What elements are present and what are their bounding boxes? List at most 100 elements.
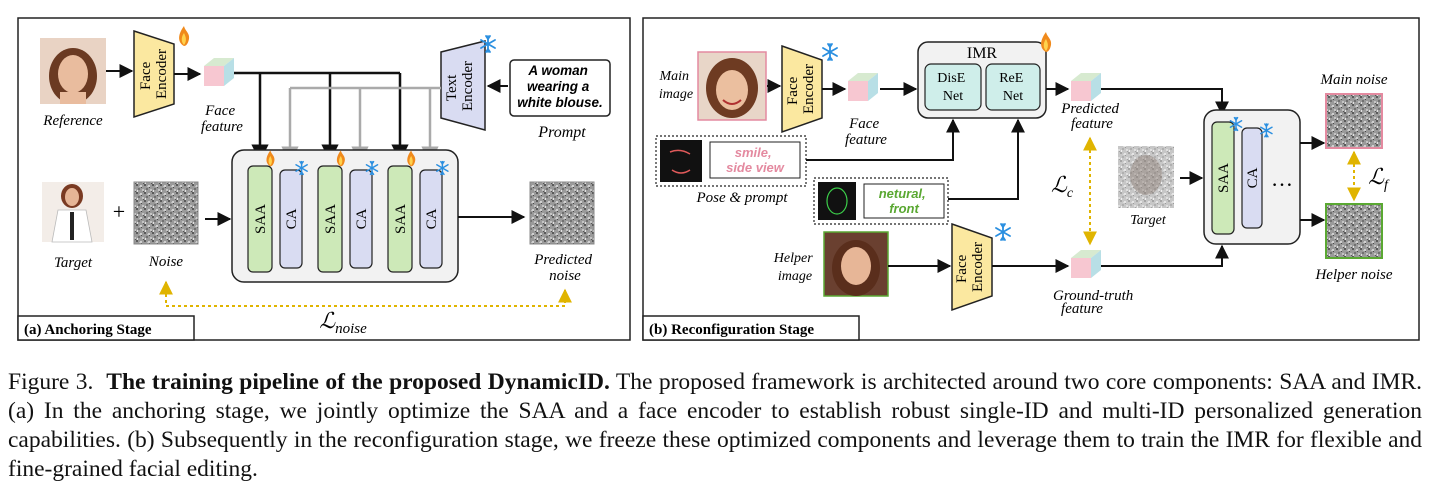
svg-text:Main image: Main image — [658, 69, 693, 102]
imr-module: IMR DisE Net ReE Net — [917, 41, 1047, 119]
svg-text:ReE Net: ReE Net — [999, 71, 1027, 104]
ca-label: CA — [354, 208, 370, 229]
predicted-feature-line1: Predicted — [1060, 101, 1119, 117]
target-image-a — [42, 182, 104, 243]
svg-text:Text Encoder: Text Encoder — [444, 61, 476, 111]
face-encoder-b2-line2: Encoder — [970, 242, 986, 292]
svg-text:Face feature: Face feature — [845, 116, 887, 148]
predicted-noise-line2: noise — [549, 268, 581, 284]
noise-loss-label: ℒnoise — [319, 308, 367, 337]
predicted-noise-image — [529, 181, 595, 245]
helper-image — [823, 231, 889, 297]
svg-text:Ground-truth feature: Ground-truth feature — [1053, 288, 1137, 317]
target-label-a: Target — [54, 255, 93, 271]
gt-feature-line2: feature — [1061, 301, 1103, 317]
face-encoder-a: Face Encoder — [133, 29, 175, 119]
loss-c-label: ℒc — [1051, 172, 1074, 201]
prompt-a-line1: A woman — [527, 63, 588, 78]
figure-3: Reference Face Encoder Face feature Text — [17, 17, 1420, 341]
ree-net-block — [985, 63, 1041, 111]
helper-image-line1: Helper — [773, 251, 813, 266]
svg-text:Predicted noise: Predicted noise — [533, 252, 596, 284]
ca-block-a1: CA — [279, 169, 303, 269]
face-encoder-b1-line2: Encoder — [801, 64, 817, 114]
stage-label-b: (b) Reconfiguration Stage — [649, 322, 814, 338]
noise-label: Noise — [148, 254, 184, 270]
ca-label: CA — [284, 208, 300, 229]
panel-a-anchoring-stage: Reference Face Encoder Face feature Text — [17, 17, 631, 341]
face-encoder-a-line2: Encoder — [154, 49, 170, 99]
saa-label-b: SAA — [1216, 163, 1232, 193]
prompt-b2-line2: front — [889, 201, 919, 216]
caption-body: The proposed framework is architected ar… — [8, 369, 1423, 482]
main-image-line2: image — [659, 87, 693, 102]
prompt-b2-line1: netural, — [879, 186, 926, 201]
ca-block-a2: CA — [349, 169, 373, 269]
svg-text:smile, side view: smile, side view — [726, 145, 785, 175]
prompt-a-line3: white blouse. — [517, 95, 603, 110]
helper-noise-image — [1325, 203, 1383, 259]
svg-text:netural, front: netural, front — [879, 186, 930, 216]
text-encoder-line1: Text — [444, 74, 460, 101]
prompt-label: Prompt — [537, 124, 586, 141]
ree-line2: Net — [1003, 89, 1023, 104]
stage-label-box-b — [642, 315, 860, 341]
stage-label-a: (a) Anchoring Stage — [24, 322, 152, 338]
ree-line1: ReE — [999, 71, 1023, 86]
dise-line1: DisE — [937, 71, 965, 86]
svg-text:DisE Net: DisE Net — [937, 71, 969, 104]
ca-label-b: CA — [1245, 167, 1261, 188]
face-encoder-a-line1: Face — [138, 61, 154, 90]
saa-block-a2: SAA — [317, 165, 343, 273]
svg-text:Face feature: Face feature — [201, 103, 243, 135]
prompt-b1-line1: smile, — [735, 145, 772, 160]
noise-image — [133, 181, 199, 245]
dise-line2: Net — [943, 89, 963, 104]
imr-title: IMR — [967, 45, 998, 62]
pose-prompt-group-2: netural, front — [813, 177, 949, 225]
face-feature-b-line2: feature — [845, 132, 887, 148]
loss-f-label: ℒf — [1368, 164, 1390, 193]
helper-noise-label: Helper noise — [1314, 267, 1392, 283]
saa-label: SAA — [393, 204, 409, 234]
plus-sign: + — [113, 199, 125, 224]
text-encoder-line2: Encoder — [460, 61, 476, 111]
face-encoder-b1: Face Encoder — [781, 44, 823, 134]
main-noise-image — [1325, 93, 1383, 149]
reference-image — [40, 38, 106, 104]
saa-label: SAA — [323, 204, 339, 234]
ellipsis: … — [1271, 166, 1293, 191]
ca-block-b: CA — [1241, 127, 1263, 229]
ca-label: CA — [424, 208, 440, 229]
svg-text:Helper image: Helper image — [773, 251, 816, 284]
figure-caption: Figure 3. The training pipeline of the p… — [8, 368, 1422, 484]
target-label-b: Target — [1130, 213, 1167, 228]
pipeline-diagram: Reference Face Encoder Face feature Text — [17, 17, 1420, 341]
gt-feature-line1: Ground-truth — [1053, 288, 1133, 304]
predicted-feature-line2: feature — [1071, 116, 1113, 132]
pose-map-1 — [660, 140, 702, 182]
main-image — [697, 51, 767, 121]
pose-prompt-label: Pose & prompt — [695, 190, 788, 206]
noise-loss-connector — [159, 280, 572, 307]
caption-title: The training pipeline of the proposed Dy… — [106, 369, 610, 395]
stage-label-box-a — [17, 315, 195, 341]
saa-label: SAA — [253, 204, 269, 234]
svg-text:Predicted feature: Predicted feature — [1060, 101, 1123, 132]
saa-block-a1: SAA — [247, 165, 273, 273]
face-feature-a-line2: feature — [201, 119, 243, 135]
reference-label: Reference — [42, 113, 103, 129]
text-encoder: Text Encoder — [440, 40, 486, 131]
predicted-noise-line1: Predicted — [533, 252, 592, 268]
face-encoder-b1-line1: Face — [785, 76, 801, 105]
ca-block-a3: CA — [419, 169, 443, 269]
saa-block-b: SAA — [1211, 121, 1235, 235]
face-feature-b-line1: Face — [848, 116, 879, 132]
prompt-a-line2: wearing a — [527, 79, 590, 94]
saa-block-a3: SAA — [387, 165, 413, 273]
caption-figure-label: Figure 3. — [8, 369, 94, 395]
svg-text:Face Encoder: Face Encoder — [785, 64, 817, 114]
target-image-b — [1118, 146, 1174, 208]
prompt-box-a: A woman wearing a white blouse. — [509, 59, 611, 117]
svg-text:Face Encoder: Face Encoder — [138, 49, 170, 99]
